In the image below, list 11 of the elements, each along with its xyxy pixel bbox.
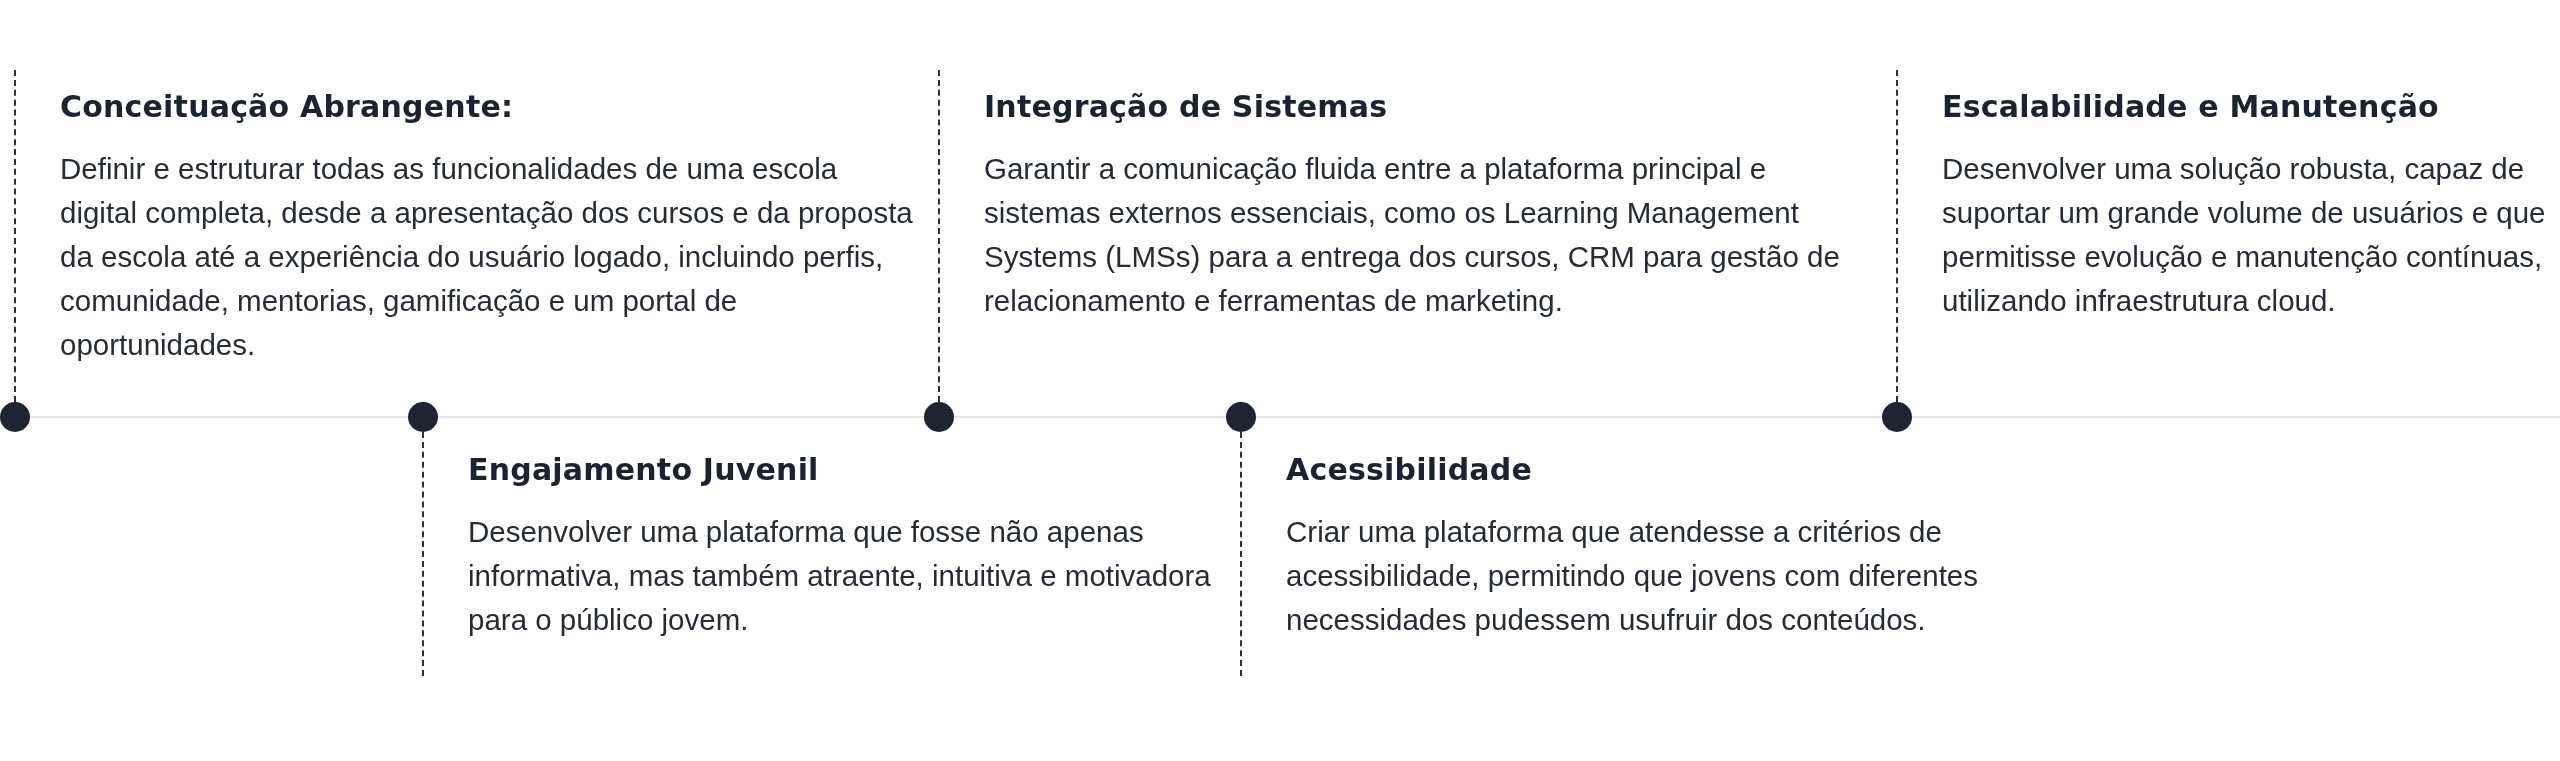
entry-heading: Integração de Sistemas bbox=[984, 89, 1389, 125]
entry-description: Criar uma plataforma que atendesse a critérios de acessibilidade, permitindo que jovens com diferentes necessidades pudessem usufruir dos conteúdos. bbox=[1286, 514, 1979, 638]
entry-heading: Escalabilidade e Manutenção bbox=[1942, 89, 2440, 125]
timeline-entry bbox=[14, 70, 914, 402]
entry-heading: Engajamento Juvenil bbox=[468, 452, 820, 488]
entry-description: Garantir a comunicação fluida entre a plataforma principal e sistemas externos essenciais, como os Learning Management Systems (LMSs) para a entrega dos cursos, CRM para gestão de relacionamento e ferramentas de marketing. bbox=[984, 151, 1841, 319]
entry-description: Definir e estruturar todas as funcionalidades de uma escola digital completa, desde a apresentação dos cursos e da proposta da escola até a experiência do usuário logado, incluindo perfis, comunidade, mentorias, gamificação e um portal de oportunidades. bbox=[60, 151, 914, 363]
entry-heading: Acessibilidade bbox=[1286, 452, 1533, 488]
entry-description: Desenvolver uma plataforma que fosse não apenas informativa, mas também atraente, intuitiva e motivadora para o público jovem. bbox=[468, 514, 1212, 638]
entry-heading: Conceituação Abrangente: bbox=[60, 89, 515, 125]
entry-description: Desenvolver uma solução robusta, capaz de suportar um grande volume de usuários e que permitisse evolução e manutenção contínuas, utilizando infraestrutura cloud. bbox=[1942, 151, 2547, 319]
